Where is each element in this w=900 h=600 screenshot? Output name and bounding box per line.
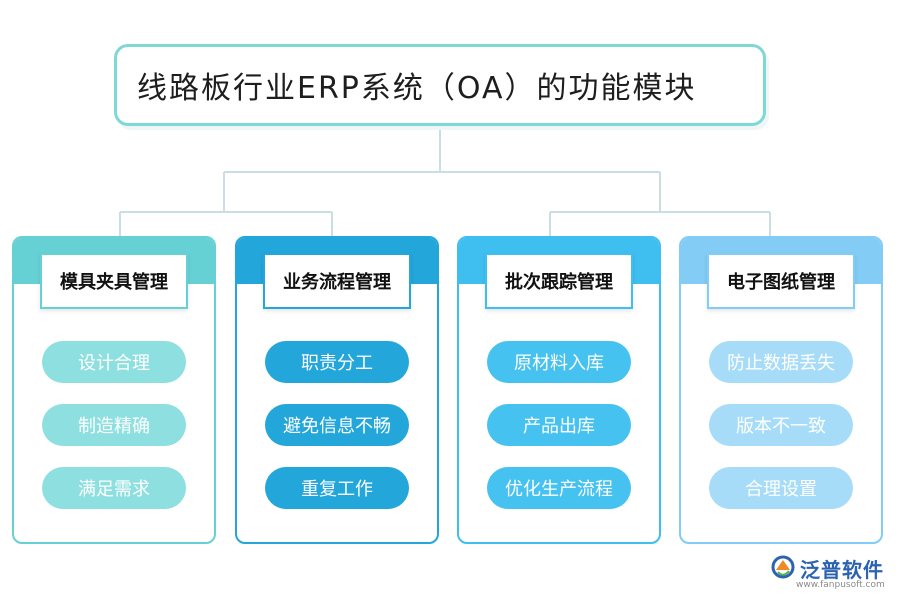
- module-item: 满足需求: [42, 467, 186, 509]
- title-box: 线路板行业ERP系统（OA）的功能模块: [114, 44, 766, 126]
- logo-mark-icon: [771, 555, 795, 579]
- module-item: 原材料入库: [487, 341, 631, 383]
- module-header: 电子图纸管理: [707, 253, 855, 309]
- module-title: 批次跟踪管理: [505, 272, 613, 293]
- module-card-business-process: 业务流程管理 职责分工 避免信息不畅 重复工作: [235, 236, 439, 544]
- module-item: 设计合理: [42, 341, 186, 383]
- diagram-title: 线路板行业ERP系统（OA）的功能模块: [137, 71, 697, 106]
- module-header: 模具夹具管理: [40, 253, 188, 309]
- module-item: 版本不一致: [709, 404, 853, 446]
- module-title: 模具夹具管理: [60, 272, 168, 293]
- module-title: 业务流程管理: [283, 272, 391, 293]
- module-item: 职责分工: [265, 341, 409, 383]
- module-header: 批次跟踪管理: [485, 253, 633, 309]
- module-item: 避免信息不畅: [265, 404, 409, 446]
- module-header: 业务流程管理: [263, 253, 411, 309]
- brand-logo: 泛普软件 www.fanpusoft.com: [770, 552, 894, 596]
- module-card-electronic-drawings: 电子图纸管理 防止数据丢失 版本不一致 合理设置: [679, 236, 883, 544]
- module-item: 产品出库: [487, 404, 631, 446]
- module-card-batch-tracking: 批次跟踪管理 原材料入库 产品出库 优化生产流程: [457, 236, 661, 544]
- module-title: 电子图纸管理: [727, 272, 835, 293]
- module-item: 重复工作: [265, 467, 409, 509]
- logo-url: www.fanpusoft.com: [796, 580, 885, 590]
- logo-name: 泛普软件: [800, 558, 884, 582]
- module-item: 合理设置: [709, 467, 853, 509]
- module-card-mold-fixture: 模具夹具管理 设计合理 制造精确 满足需求: [12, 236, 216, 544]
- module-item: 制造精确: [42, 404, 186, 446]
- module-item: 防止数据丢失: [709, 341, 853, 383]
- module-item: 优化生产流程: [487, 467, 631, 509]
